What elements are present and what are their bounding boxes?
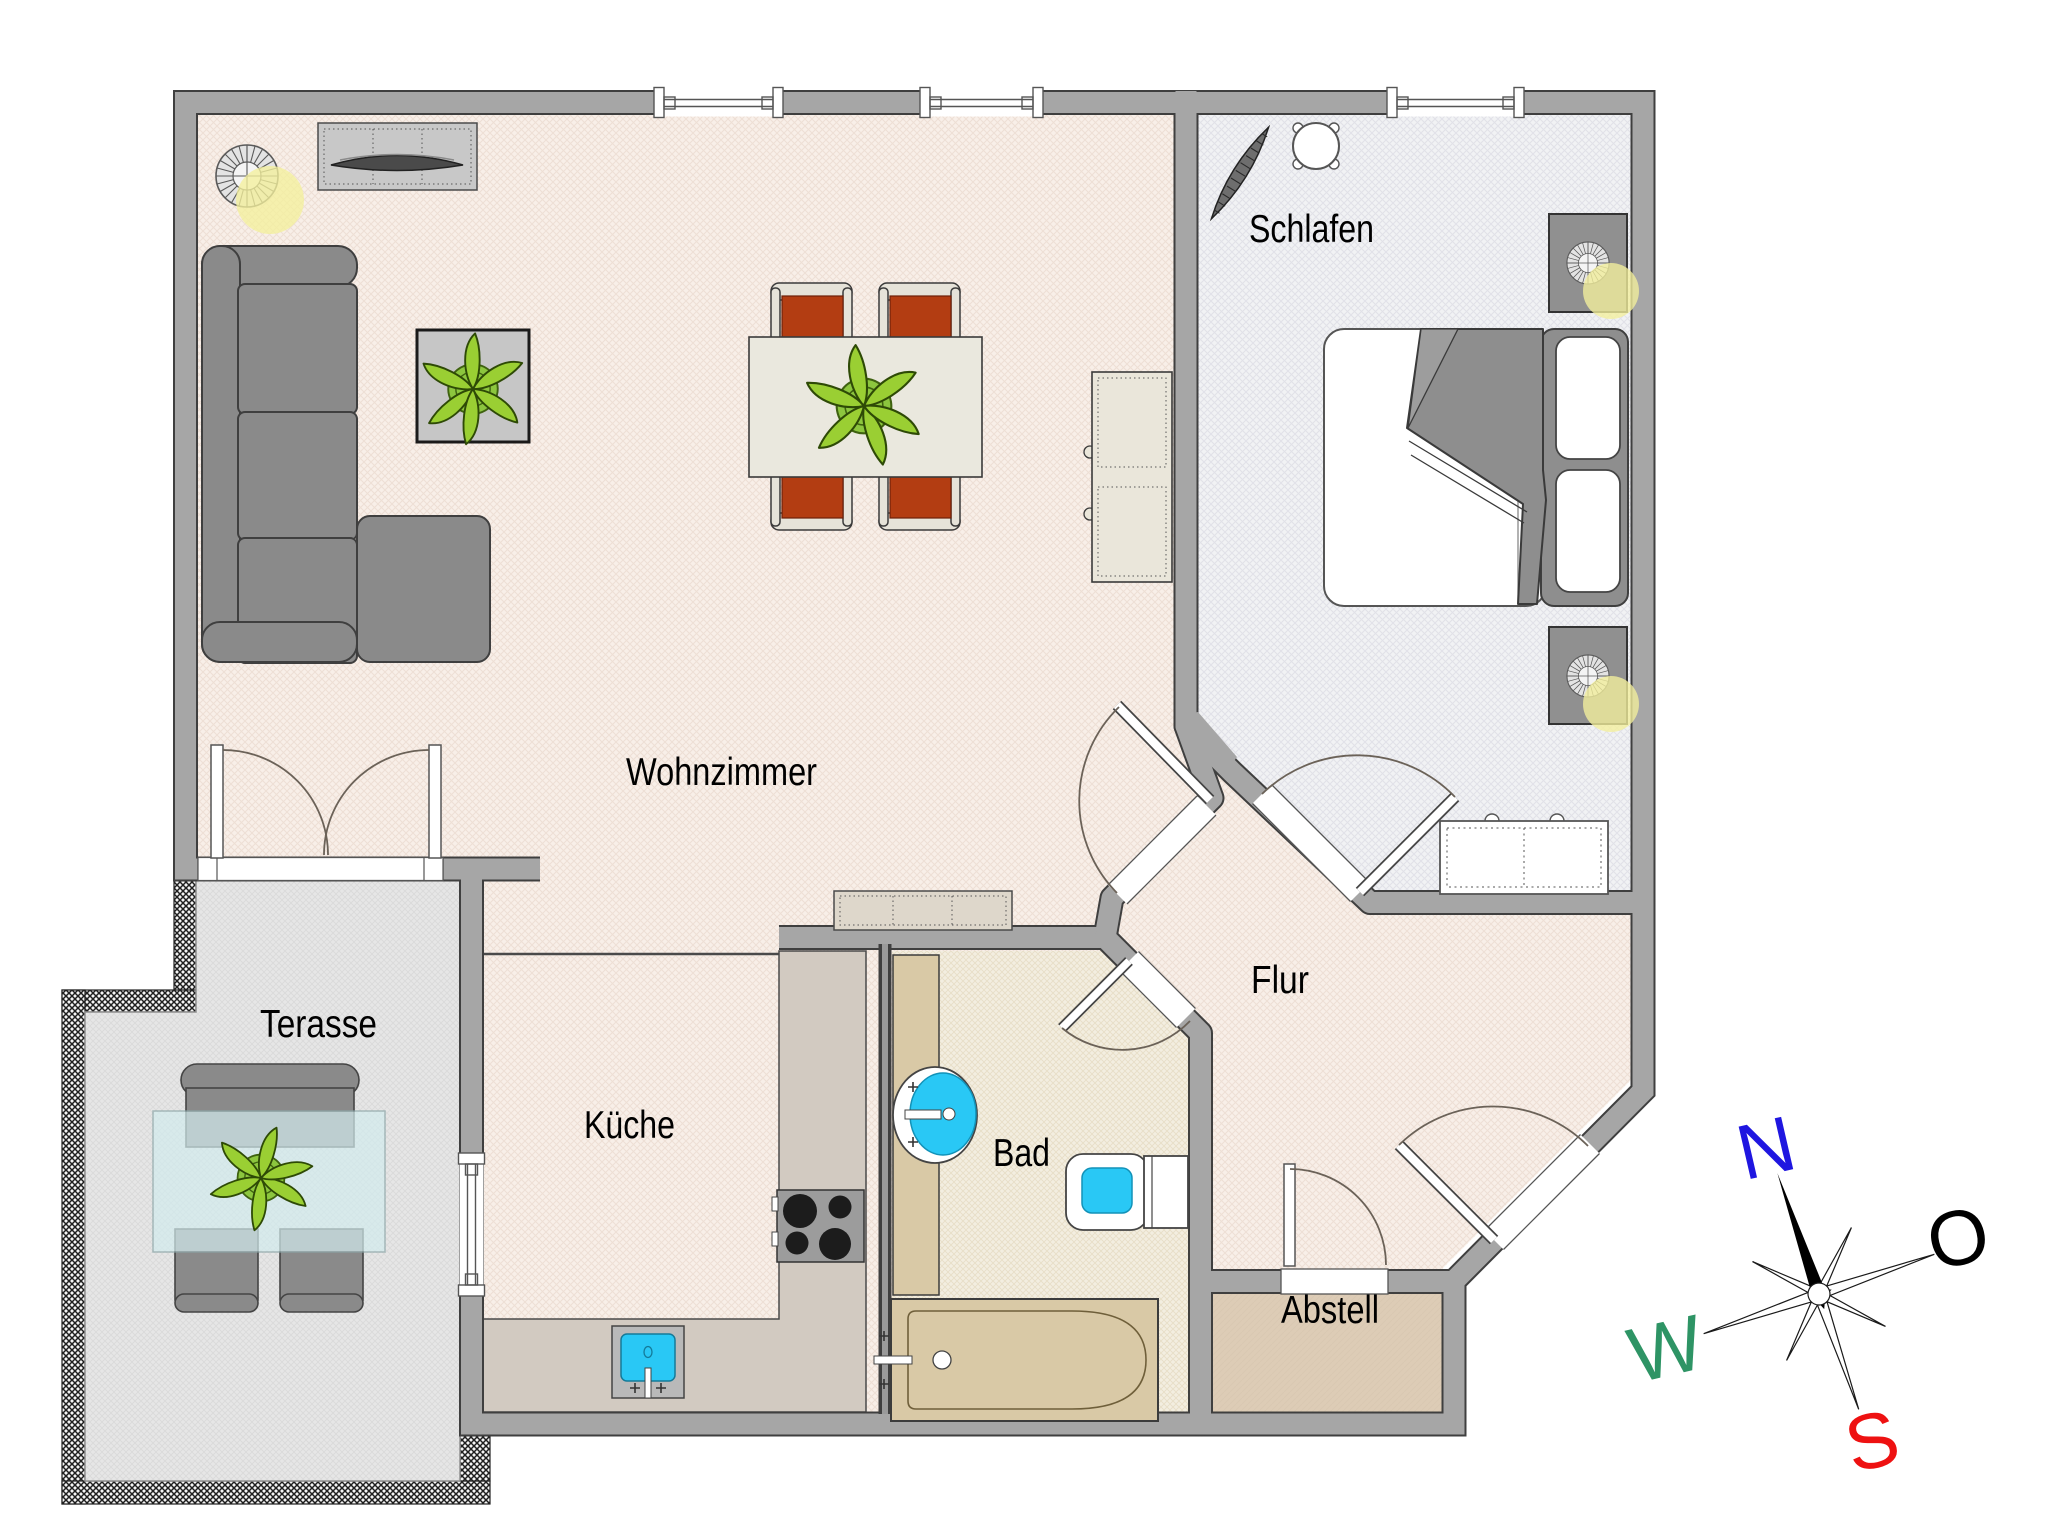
- svg-text:Küche: Küche: [584, 1104, 675, 1147]
- svg-text:Terasse: Terasse: [260, 1003, 377, 1046]
- svg-text:Wohnzimmer: Wohnzimmer: [626, 751, 817, 794]
- svg-text:Abstell: Abstell: [1281, 1289, 1379, 1332]
- svg-text:Bad: Bad: [993, 1132, 1050, 1175]
- svg-text:Schlafen: Schlafen: [1249, 208, 1374, 251]
- svg-text:Flur: Flur: [1251, 959, 1309, 1002]
